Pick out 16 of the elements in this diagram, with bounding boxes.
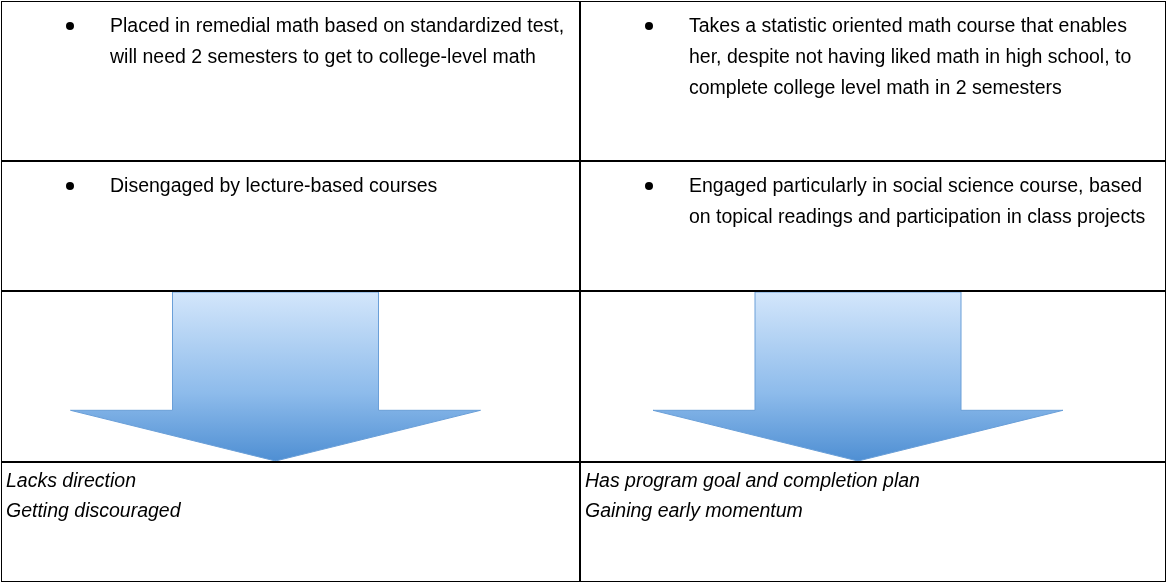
block-arrow [652,291,1064,462]
outcome-text: Getting discouraged [6,498,181,523]
table-cell [1,1,580,161]
table-cell [580,161,1166,291]
bullet-text: Takes a statistic oriented math course that enables her, despite not having liked math in high school, to complete college level math in 2 semesters [689,13,1133,100]
outcome-text: Has program goal and completion plan [585,468,920,493]
table-cell [1,462,580,582]
bullet-text: Engaged particularly in social science course, based on topical readings and participation in class projects [689,173,1147,229]
bullet-text: Placed in remedial math based on standardized test, will need 2 semesters to get to college-level math [110,13,565,69]
outcome-text: Gaining early momentum [585,498,803,523]
table-cell [1,161,580,291]
table-cell [580,1,1166,161]
table-cell [580,462,1166,582]
outcome-text: Lacks direction [6,468,137,493]
block-arrow [70,291,481,462]
bullet-text: Disengaged by lecture-based courses [110,173,439,198]
